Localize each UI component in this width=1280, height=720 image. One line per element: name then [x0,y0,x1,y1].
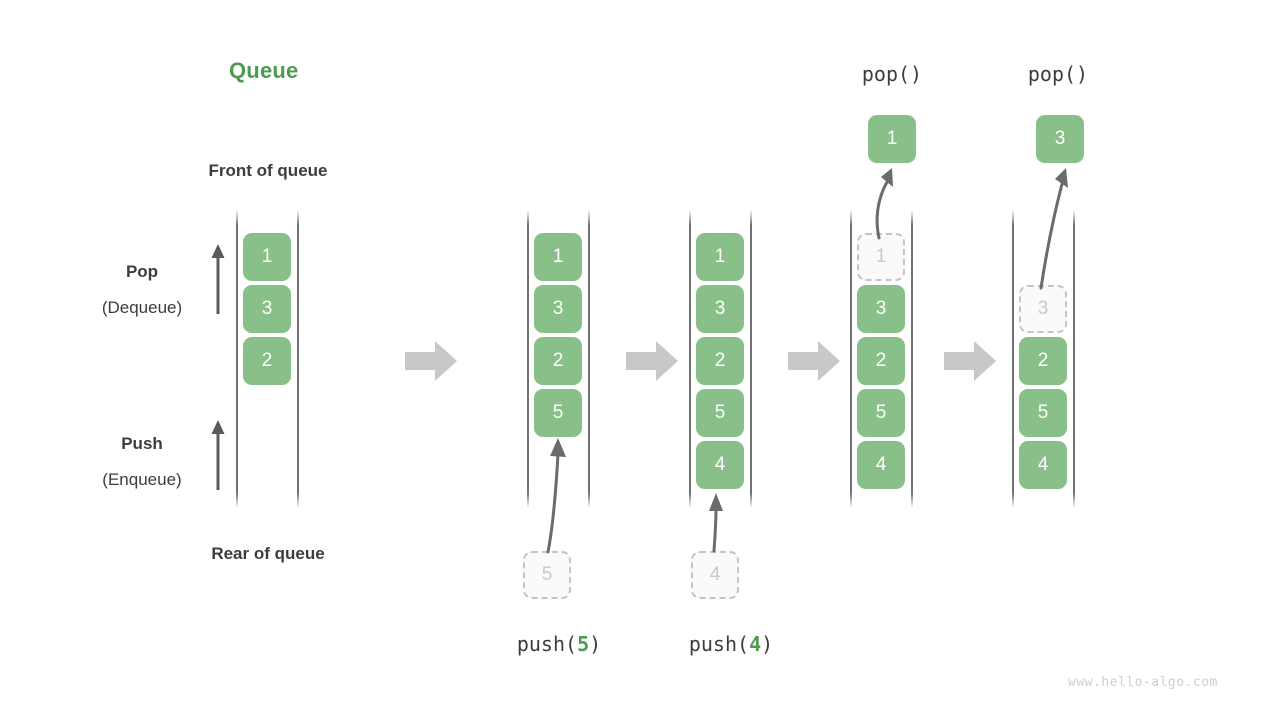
queue-wall-left-1 [236,210,238,508]
queue-element: 2 [857,337,905,385]
queue-element: 1 [696,233,744,281]
queue-wall-left-5 [1012,210,1014,508]
operation-value: 5 [577,632,590,656]
operation-label-pop-3: pop() [1027,62,1089,86]
queue-wall-right-4 [911,210,913,508]
operation-label-push-4: push(4) [656,632,806,656]
queue-element: 2 [534,337,582,385]
push-label: Push [121,434,163,453]
operation-value: 4 [749,632,762,656]
rear-of-queue-label: Rear of queue [211,544,325,563]
queue-element-new: 4 [696,441,744,489]
queue-wall-right-1 [297,210,299,508]
push-motion-arrow-icon [520,430,600,555]
page-title: Queue [229,58,299,83]
pop-sublabel: (Dequeue) [101,298,183,317]
queue-element: 2 [243,337,291,385]
queue-element-popped-ghost: 3 [1019,285,1067,333]
popped-element: 3 [1036,115,1084,163]
operation-suffix: ) [589,632,602,656]
operation-label-push-5: push(5) [484,632,634,656]
queue-element: 4 [857,441,905,489]
pop-motion-arrow-icon [1018,160,1098,290]
pop-motion-arrow-icon [855,160,925,240]
queue-element: 4 [1019,441,1067,489]
transition-arrow-icon [944,341,996,381]
operation-prefix: push( [688,632,750,656]
queue-wall-left-3 [689,210,691,508]
transition-arrow-icon [626,341,678,381]
queue-wall-right-5 [1073,210,1075,508]
front-of-queue-label: Front of queue [208,161,328,180]
push-direction-arrow-icon [208,418,228,490]
incoming-element-ghost: 4 [691,551,739,599]
queue-element: 5 [696,389,744,437]
queue-element: 5 [1019,389,1067,437]
queue-element: 3 [243,285,291,333]
queue-element: 5 [857,389,905,437]
incoming-element-ghost: 5 [523,551,571,599]
queue-wall-right-2 [588,210,590,508]
queue-element: 2 [696,337,744,385]
operation-suffix: ) [761,632,774,656]
queue-element-popped-ghost: 1 [857,233,905,281]
queue-wall-left-4 [850,210,852,508]
push-motion-arrow-icon [690,485,760,553]
pop-label: Pop [125,262,159,281]
queue-element: 1 [243,233,291,281]
queue-element: 3 [696,285,744,333]
watermark: www.hello-algo.com [1068,675,1218,690]
push-sublabel: (Enqueue) [102,470,182,489]
queue-element: 3 [857,285,905,333]
operation-label-pop-1: pop() [861,62,923,86]
operation-prefix: push( [516,632,578,656]
transition-arrow-icon [405,341,457,381]
queue-element: 2 [1019,337,1067,385]
queue-element: 3 [534,285,582,333]
queue-wall-right-3 [750,210,752,508]
pop-direction-arrow-icon [208,242,228,314]
queue-element-new: 5 [534,389,582,437]
queue-wall-left-2 [527,210,529,508]
transition-arrow-icon [788,341,840,381]
queue-element: 1 [534,233,582,281]
popped-element: 1 [868,115,916,163]
